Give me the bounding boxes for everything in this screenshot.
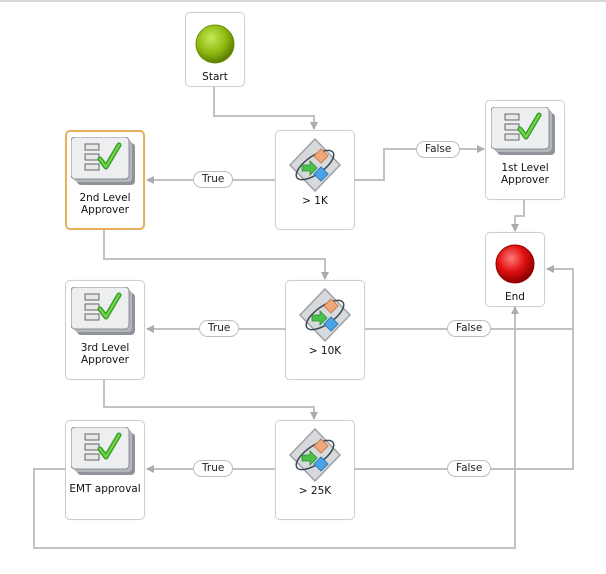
edge-1st-to-end bbox=[511, 200, 525, 232]
decision-25k-node[interactable]: > 25K bbox=[275, 420, 355, 520]
first-level-approver-node[interactable]: 1st Level Approver bbox=[485, 100, 565, 200]
third-level-approver-label: 3rd Level Approver bbox=[80, 342, 130, 366]
second-level-approver-label: 2nd Level Approver bbox=[79, 192, 131, 216]
edge-label-1k-true[interactable]: True bbox=[193, 171, 234, 188]
third-level-approver-node[interactable]: 3rd Level Approver bbox=[65, 280, 145, 380]
decision-25k-label: > 25K bbox=[298, 485, 332, 497]
decision-icon bbox=[298, 287, 352, 343]
first-level-approver-label: 1st Level Approver bbox=[500, 162, 549, 186]
decision-1k-node[interactable]: > 1K bbox=[275, 130, 355, 230]
approval-task-icon bbox=[71, 287, 135, 335]
decision-icon bbox=[288, 137, 342, 193]
edge-2nd-to-10k bbox=[103, 230, 329, 280]
end-circle-icon bbox=[495, 244, 535, 284]
edge-label-1k-false[interactable]: False bbox=[416, 141, 461, 158]
edge-label-10k-true[interactable]: True bbox=[199, 320, 240, 337]
edge-label-25k-true[interactable]: True bbox=[193, 460, 234, 477]
edge-label-10k-false[interactable]: False bbox=[447, 320, 492, 337]
edge-emt-to-end bbox=[33, 306, 519, 549]
decision-10k-label: > 10K bbox=[308, 345, 342, 357]
top-divider bbox=[0, 0, 606, 2]
start-node[interactable]: Start bbox=[185, 12, 245, 87]
approval-task-icon bbox=[491, 107, 555, 155]
second-level-approver-node[interactable]: 2nd Level Approver bbox=[65, 130, 145, 230]
edge-3rd-to-25k bbox=[103, 380, 318, 420]
approval-task-icon bbox=[71, 137, 135, 185]
decision-10k-node[interactable]: > 10K bbox=[285, 280, 365, 380]
end-label: End bbox=[505, 291, 525, 303]
emt-approval-node[interactable]: EMT approval bbox=[65, 420, 145, 520]
decision-1k-label: > 1K bbox=[302, 195, 328, 207]
end-node[interactable]: End bbox=[485, 232, 545, 307]
edge-start-to-1k bbox=[213, 86, 318, 130]
emt-approval-label: EMT approval bbox=[69, 483, 141, 495]
approval-task-icon bbox=[71, 427, 135, 475]
start-circle-icon bbox=[195, 24, 235, 64]
edge-label-25k-false[interactable]: False bbox=[447, 460, 492, 477]
start-label: Start bbox=[202, 71, 228, 83]
edge-25k-false bbox=[355, 269, 574, 470]
decision-icon bbox=[288, 427, 342, 483]
